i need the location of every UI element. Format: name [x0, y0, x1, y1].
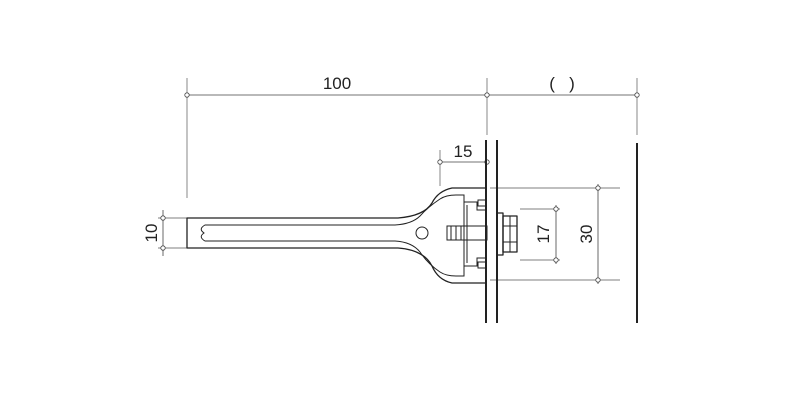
dimension-30: 30 — [490, 184, 620, 284]
dimension-17-label: 17 — [534, 225, 553, 244]
dimension-17: 17 — [520, 205, 560, 264]
dimension-30-label: 30 — [577, 225, 596, 244]
dimension-10: 10 — [142, 210, 187, 256]
profile-inner — [200, 194, 465, 277]
dimension-top: 100 ( ) — [184, 74, 640, 198]
wall-lines — [485, 140, 638, 323]
profile-outer — [186, 187, 487, 284]
nut — [496, 212, 518, 256]
dimension-100-label: 100 — [323, 74, 351, 93]
clamp-plate — [463, 199, 487, 269]
dimension-15: 15 — [437, 142, 490, 186]
bolt — [446, 225, 488, 241]
dimension-10-label: 10 — [142, 224, 161, 243]
dimension-15-label: 15 — [454, 142, 473, 161]
dimension-gap-label: ( ) — [549, 74, 575, 93]
